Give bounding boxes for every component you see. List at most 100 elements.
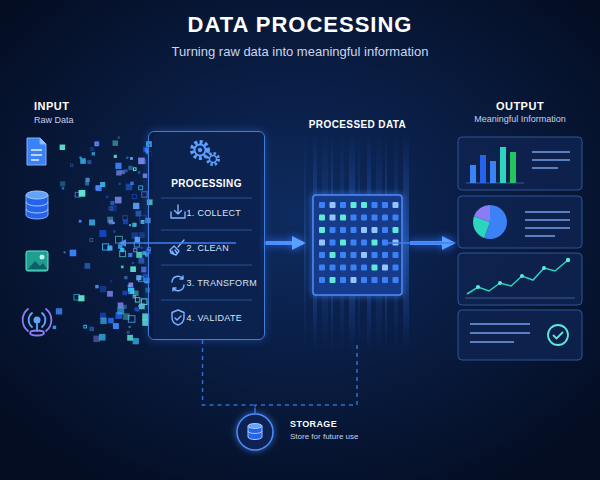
line-chart	[566, 258, 570, 262]
step-icons	[170, 205, 185, 325]
data-particles	[79, 220, 82, 223]
data-grid	[340, 227, 346, 233]
processed-data-box: PROCESSED DATA	[305, 117, 410, 345]
data-particles	[100, 182, 105, 187]
bar-chart	[532, 152, 570, 168]
data-particles	[113, 140, 118, 145]
data-grid	[351, 277, 357, 283]
document-icon	[27, 138, 46, 165]
input-group: INPUTRaw Data	[18, 98, 118, 346]
pie-chart	[473, 205, 570, 239]
bar-chart	[490, 161, 496, 183]
bar-chart	[510, 152, 516, 183]
step-icons	[171, 205, 185, 218]
data-particles	[138, 171, 140, 173]
data-particles	[124, 276, 127, 279]
title: DATA PROCESSING	[188, 12, 413, 38]
data-grid	[382, 240, 388, 246]
data-particles	[107, 291, 113, 297]
line-chart	[498, 281, 502, 285]
data-particles	[100, 318, 106, 324]
data-grid	[361, 252, 367, 258]
bar-chart	[470, 165, 476, 183]
data-particles	[106, 196, 108, 198]
data-particles	[134, 307, 138, 311]
data-particles	[84, 325, 87, 328]
check-card	[470, 324, 568, 345]
data-particles	[128, 166, 132, 170]
processed-box	[313, 195, 402, 295]
output-cards	[458, 137, 582, 190]
data-particles	[139, 232, 145, 238]
data-grid	[382, 202, 388, 208]
data-particles	[90, 239, 93, 242]
data-grid	[340, 252, 346, 258]
data-grid	[393, 215, 399, 221]
light-rays	[304, 132, 409, 352]
pie-chart	[474, 205, 490, 222]
data-grid	[361, 215, 367, 221]
data-particles	[140, 216, 147, 223]
data-grid	[340, 215, 346, 221]
node-text: Store for future use	[290, 432, 358, 441]
data-particles	[134, 249, 137, 252]
data-particles	[142, 192, 147, 197]
data-particles	[87, 160, 91, 164]
data-particles	[115, 163, 121, 169]
data-particles	[92, 152, 95, 155]
storage-link	[203, 340, 255, 413]
node-text: 3. TRANSFORM	[187, 278, 257, 288]
data-particles	[141, 304, 144, 307]
check-card	[470, 324, 530, 342]
data-particles	[64, 251, 66, 253]
storage-link	[255, 345, 357, 413]
bar-chart	[466, 147, 570, 183]
data-particles	[113, 230, 115, 232]
data-grid	[340, 202, 346, 208]
node-heading: PROCESSING	[171, 178, 242, 190]
data-grid	[351, 202, 357, 208]
data-particles	[128, 253, 132, 257]
bar-chart	[480, 155, 486, 183]
data-grid	[372, 277, 378, 283]
gears-icon	[208, 154, 219, 165]
data-grid	[319, 215, 325, 221]
data-grid	[351, 240, 357, 246]
data-grid	[351, 227, 357, 233]
gears-icon	[192, 142, 208, 158]
data-grid	[319, 265, 325, 271]
database-icon	[26, 202, 48, 213]
data-grid	[361, 240, 367, 246]
sensor-icon	[23, 309, 52, 336]
data-particles	[143, 174, 147, 178]
data-particles	[129, 326, 131, 328]
data-grid	[382, 277, 388, 283]
data-grid	[319, 227, 325, 233]
data-particles	[102, 244, 108, 250]
line-chart	[520, 274, 524, 278]
data-grid	[393, 202, 399, 208]
storage-node: STORAGEStore for future use	[236, 413, 386, 451]
data-particles	[139, 258, 145, 264]
gears-icon	[198, 148, 202, 152]
data-particles	[142, 269, 146, 273]
data-particles	[95, 186, 99, 190]
node-text: 4. VALIDATE	[187, 313, 243, 323]
storage-icon	[248, 431, 262, 434]
line-chart	[465, 258, 575, 298]
data-grid	[393, 252, 399, 258]
data-particles	[60, 181, 65, 186]
step-icons	[172, 310, 184, 325]
data-particles	[85, 178, 89, 182]
subtitle: Turning raw data into meaningful informa…	[172, 44, 429, 59]
data-particles	[94, 141, 99, 146]
database-icon	[26, 191, 48, 219]
line-chart	[542, 266, 546, 270]
node-heading: INPUT	[34, 100, 70, 113]
data-particles	[116, 170, 121, 175]
gears-icon	[195, 145, 206, 156]
